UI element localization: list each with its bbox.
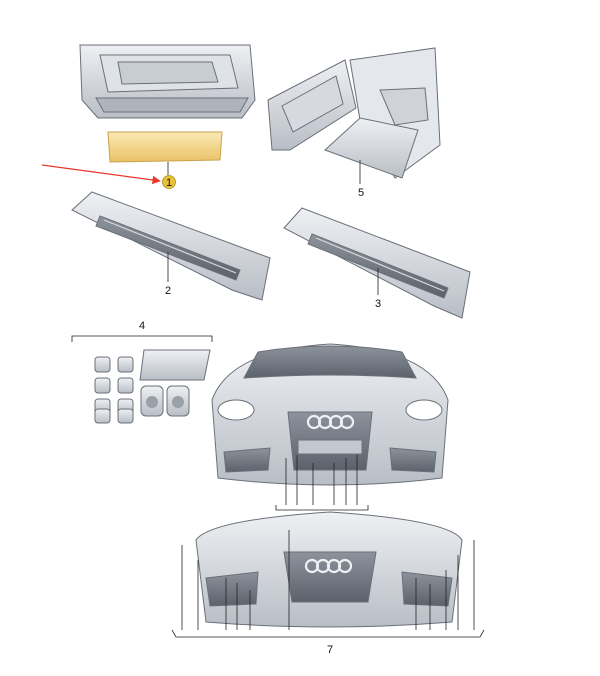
- car-front-illustration: [211, 343, 449, 486]
- trunk-illustration: [79, 44, 256, 119]
- load-edge-protection-foil[interactable]: [107, 131, 223, 163]
- callout-3: 3: [375, 298, 381, 310]
- callout-7: 7: [327, 644, 333, 656]
- callout-4: 4: [139, 320, 145, 332]
- bracket-4: [71, 335, 213, 342]
- leader-lines-6: [275, 455, 369, 511]
- clip-kit-illustration: [94, 349, 211, 424]
- callout-1: 1: [166, 177, 172, 189]
- sill-trim-3-illustration: [283, 207, 471, 319]
- leader-lines-7: [171, 530, 485, 638]
- sill-trim-2-illustration: [71, 191, 271, 301]
- door-and-footwell-illustration: [267, 47, 441, 179]
- callout-badge-1: [162, 175, 176, 189]
- bumper-illustration: [195, 511, 463, 628]
- red-arrow-icon: [41, 164, 161, 185]
- callout-5: 5: [358, 187, 364, 199]
- callout-2: 2: [165, 285, 171, 297]
